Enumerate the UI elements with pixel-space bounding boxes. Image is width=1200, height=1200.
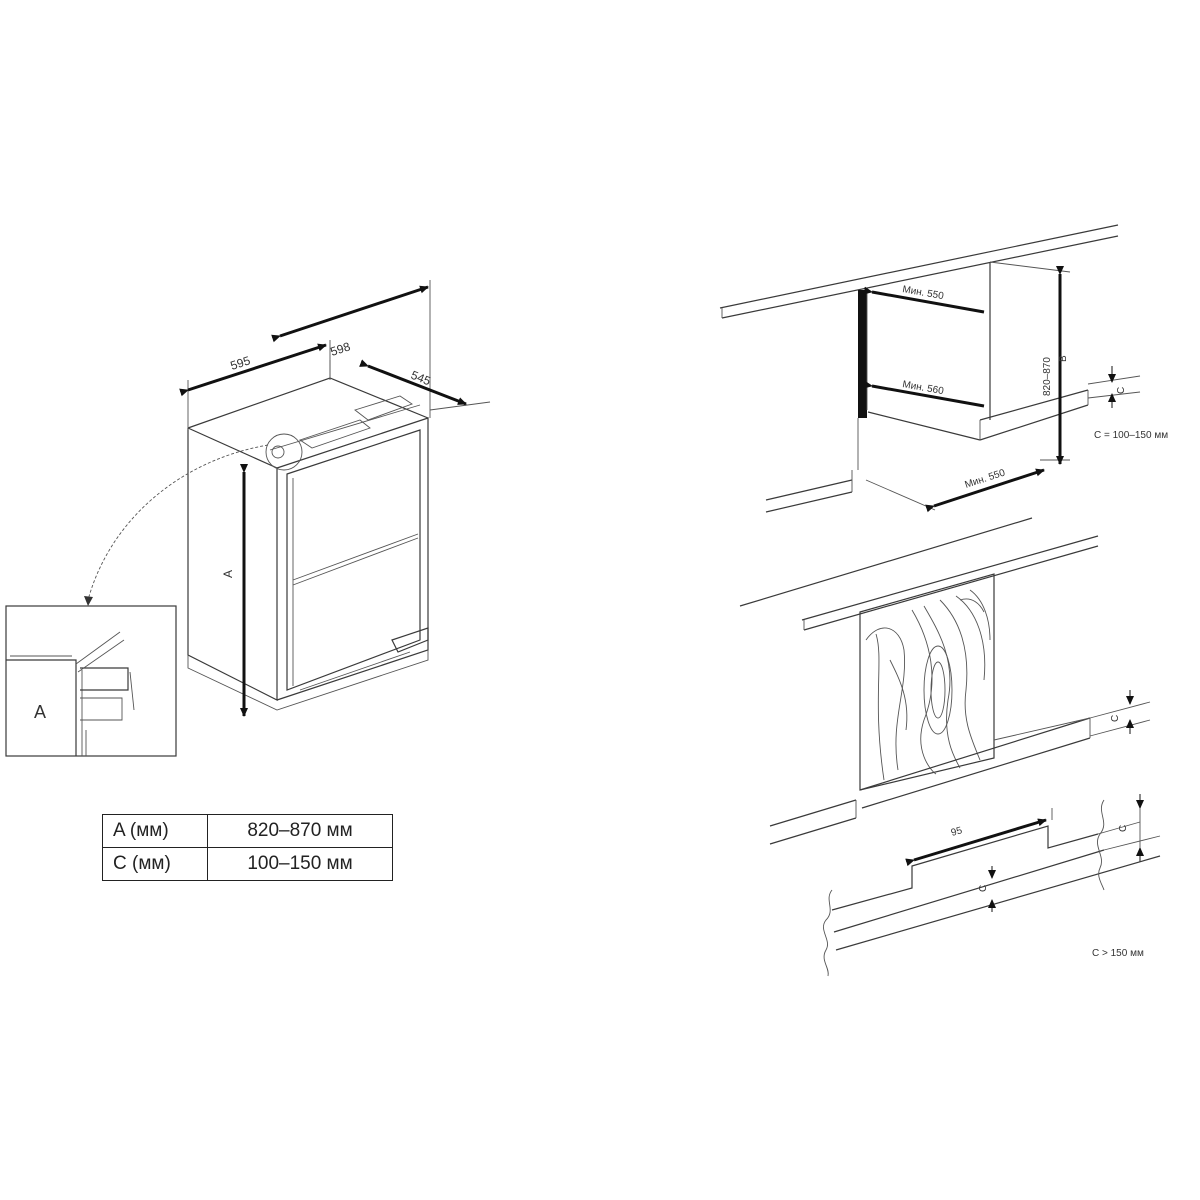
wood-grain-pattern <box>865 589 991 781</box>
plinth-letter-C-top: C <box>1116 387 1127 394</box>
table-cell-value: 820–870 мм <box>207 814 393 848</box>
plinth-letter-C-right: C <box>1118 825 1129 832</box>
table-row: C (мм) 100–150 мм <box>102 847 393 881</box>
appliance-isometric: 595 598 545 A <box>84 280 491 717</box>
plinth-note-top: C = 100–150 мм <box>1094 430 1168 441</box>
table-cell-value: 100–150 мм <box>207 847 393 881</box>
dim-depth-545: 545 <box>409 368 433 389</box>
dim-height-A: A <box>221 570 235 578</box>
plinth-letter-C-inner: C <box>978 885 989 892</box>
detail-box: A <box>5 605 177 757</box>
plinth-note-bottom: C > 150 мм <box>1092 948 1144 959</box>
dim-min-550-depth: Мин. 550 <box>964 467 1007 490</box>
table-cell-param: A (мм) <box>102 814 208 848</box>
table-row: A (мм) 820–870 мм <box>102 814 393 848</box>
install-top-diagram: Мин. 550 Мин. 560 Мин. 550 820–870 B C C… <box>719 224 1168 513</box>
plinth-letter-C-mid: C <box>1110 715 1121 722</box>
dim-width-598: 598 <box>329 339 353 359</box>
dim-vent-95: 95 <box>950 825 964 839</box>
dim-height-820-870: 820–870 <box>1042 357 1053 396</box>
install-bottom-diagram: C 95 C C C > 150 мм <box>739 517 1161 977</box>
detail-label-A: A <box>34 702 46 722</box>
dim-width-595: 595 <box>229 353 253 373</box>
spec-table: A (мм) 820–870 мм C (мм) 100–150 мм <box>102 814 393 881</box>
table-cell-param: C (мм) <box>102 847 208 881</box>
dim-letter-B: B <box>1058 355 1069 362</box>
